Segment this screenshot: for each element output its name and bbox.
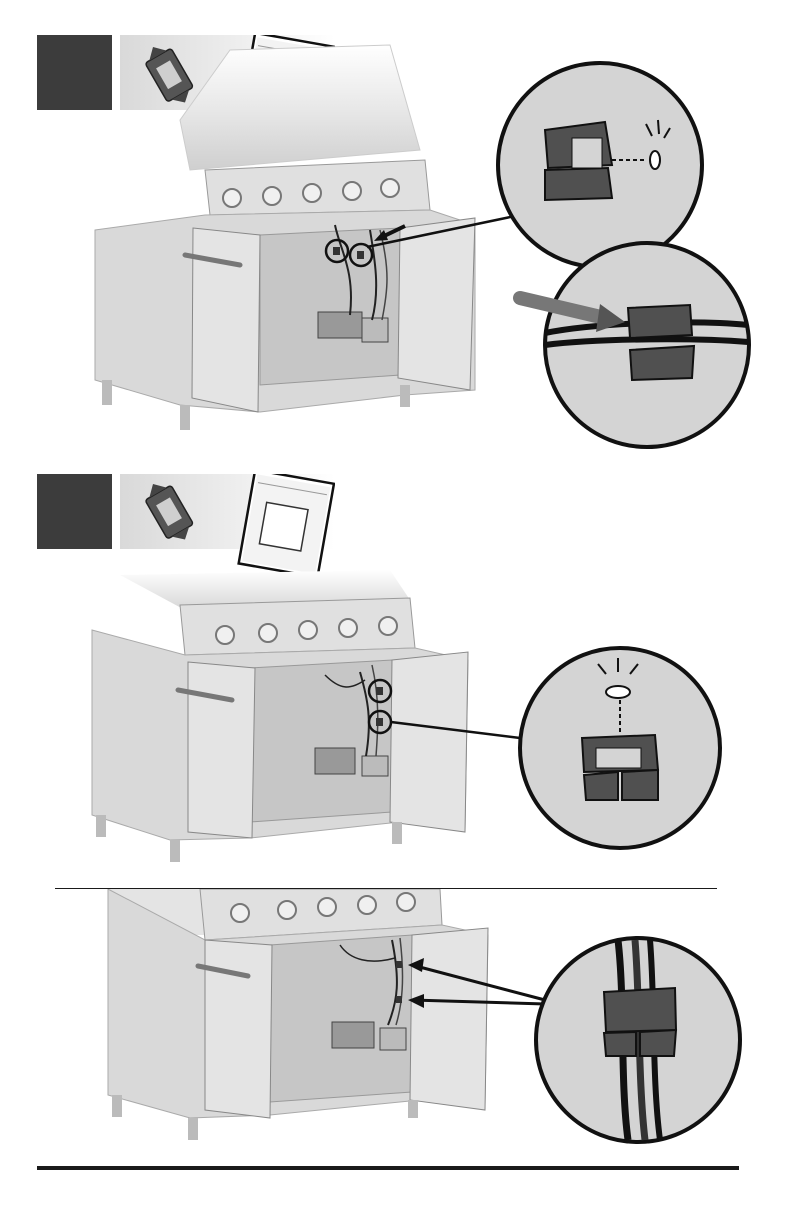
- grill-illustration-step-3: [0, 889, 792, 1159]
- detail-view-clip-open: [498, 63, 702, 267]
- footer-rule: [37, 1166, 739, 1170]
- detail-view-bundled-wires: [536, 938, 740, 1142]
- grill-illustration-step-1: [0, 30, 792, 450]
- step-number-box: [37, 474, 112, 549]
- detail-view-clip-mount: [520, 648, 720, 848]
- grill-illustration-step-2: [0, 555, 792, 865]
- detail-view-wire-insert: [520, 243, 749, 447]
